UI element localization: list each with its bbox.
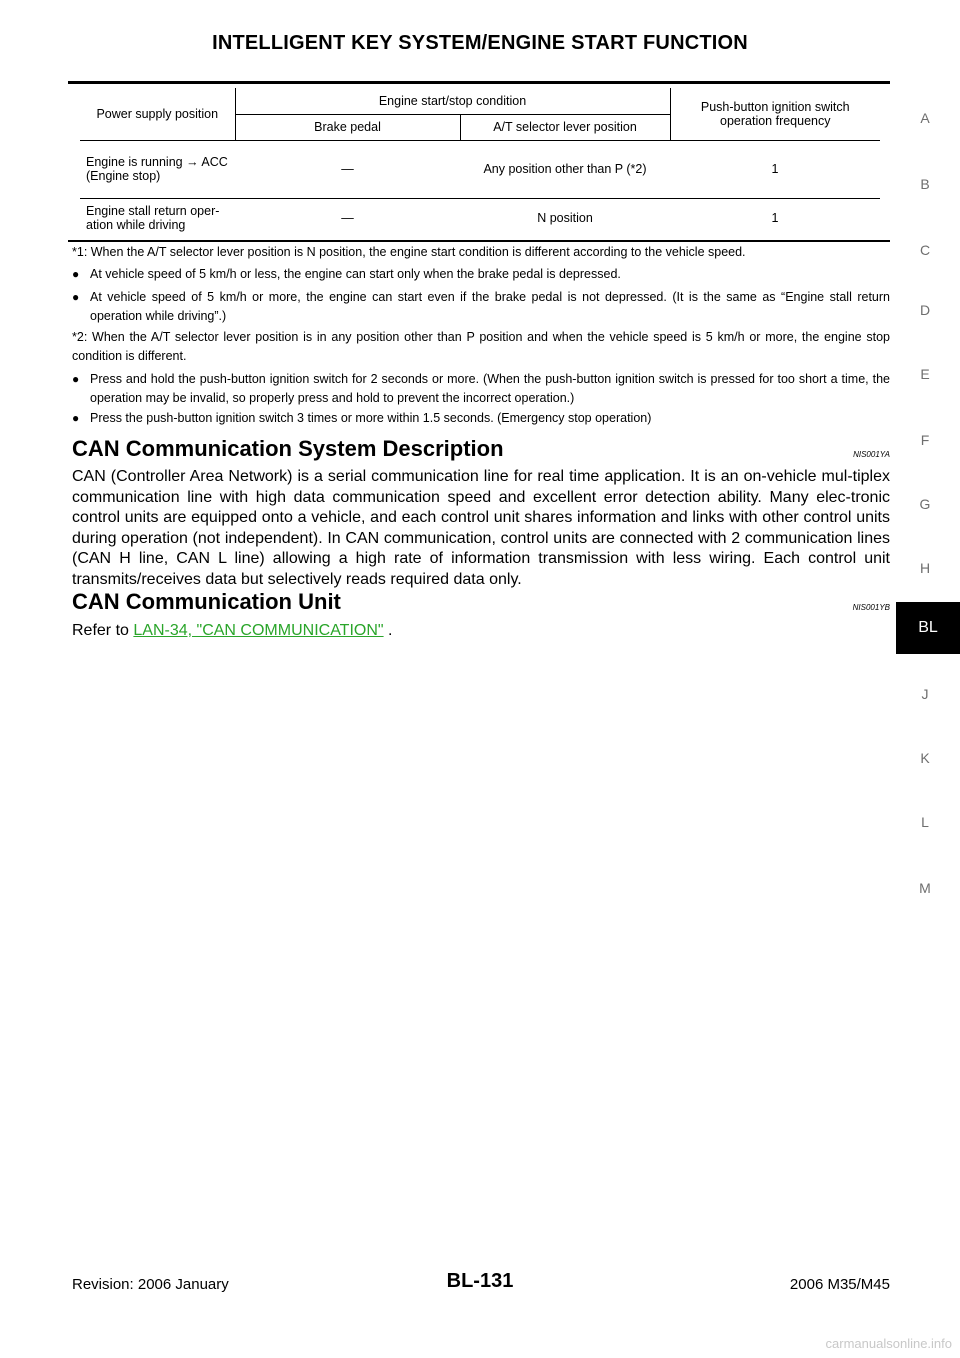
can-system-description: CAN (Controller Area Network) is a seria… [72,468,890,588]
watermark: carmanualsonline.info [825,1336,952,1351]
bullet-icon: ● [72,267,80,281]
col-header-frequency: Push-button ignition switch operation fr… [669,88,880,141]
bullet-icon: ● [72,411,80,425]
side-tab-d[interactable]: D [919,302,931,318]
side-tab-h[interactable]: H [919,560,931,576]
side-tab-c[interactable]: C [919,242,931,258]
section-id: NIS001YA [853,450,890,459]
cell-selector: N position [537,211,593,226]
side-tab-b[interactable]: B [920,176,930,192]
bullet-text: At vehicle speed of 5 km/h or less, the … [90,267,621,281]
side-tab-k[interactable]: K [920,750,930,766]
table-bottom-rule [68,240,890,242]
cell-power-text: Engine is running → ACC (Engine stop) [86,155,228,183]
footer-model: 2006 M35/M45 [789,1276,890,1293]
start-stop-condition-table: Power supply position Engine start/stop … [80,88,880,238]
side-tab-m[interactable]: M [919,880,931,896]
bullet-icon: ● [72,372,80,386]
side-tab-j[interactable]: J [921,686,929,702]
section-title: CAN Communication Unit [72,589,341,614]
side-tab-g[interactable]: G [919,496,931,512]
col-header-condition: Engine start/stop condition [234,88,670,115]
side-tab-bl-active[interactable]: BL [896,602,960,654]
bullet-text: Press the push-button ignition switch 3 … [90,411,652,425]
footnote-1: *1: When the A/T selector lever position… [72,245,746,259]
section-title: CAN Communication System Description [72,436,504,461]
cell-power: Engine stall return oper-ation while dri… [86,204,220,233]
lan-34-link[interactable]: LAN-34, "CAN COMMUNICATION" [133,622,384,639]
table-row: Engine is running → ACC (Engine stop) — … [80,140,880,199]
side-tab-a[interactable]: A [920,110,930,126]
cell-selector: Any position other than P (*2) [460,140,670,199]
page-title: INTELLIGENT KEY SYSTEM/ENGINE START FUNC… [212,32,748,54]
cell-power: Engine is running → ACC (Engine stop) [80,140,235,199]
section-heading-can-unit: CAN Communication Unit NIS001YB [72,589,890,615]
col-header-selector: A/T selector lever position [459,114,670,141]
footer-revision: Revision: 2006 January [72,1276,229,1293]
cell-brake: — [235,140,460,199]
footnote-2: *2: When the A/T selector lever position… [72,330,890,363]
footnote-1-bullet: ● At vehicle speed of 5 km/h or more, th… [72,288,890,326]
col-header-power-supply: Power supply position [80,88,235,141]
footnote-1-bullet: ● At vehicle speed of 5 km/h or less, th… [72,265,890,284]
table-row: Engine stall return oper-ation while dri… [80,198,880,238]
cell-brake: — [341,211,354,226]
can-unit-reference: Refer to LAN-34, "CAN COMMUNICATION" . [72,621,890,642]
title-rule [68,81,890,84]
cell-frequency: 1 [670,140,880,199]
refer-suffix: . [388,622,393,639]
bullet-text: At vehicle speed of 5 km/h or more, the … [90,290,890,323]
refer-prefix: Refer to [72,622,129,639]
cell-frequency: 1 [771,211,779,226]
side-tab-f[interactable]: F [920,432,930,448]
col-header-brake: Brake pedal [234,114,460,141]
side-tab-e[interactable]: E [920,366,930,382]
bullet-icon: ● [72,290,80,304]
footnote-2-bullet: ● Press and hold the push-button ignitio… [72,370,890,408]
section-heading-can-system: CAN Communication System Description NIS… [72,436,890,462]
section-id: NIS001YB [852,603,890,612]
footnote-2-bullet: ● Press the push-button ignition switch … [72,409,890,428]
bullet-text: Press and hold the push-button ignition … [90,372,890,405]
side-tab-l[interactable]: L [921,814,929,830]
footer-page-code: BL-131 [446,1270,514,1292]
